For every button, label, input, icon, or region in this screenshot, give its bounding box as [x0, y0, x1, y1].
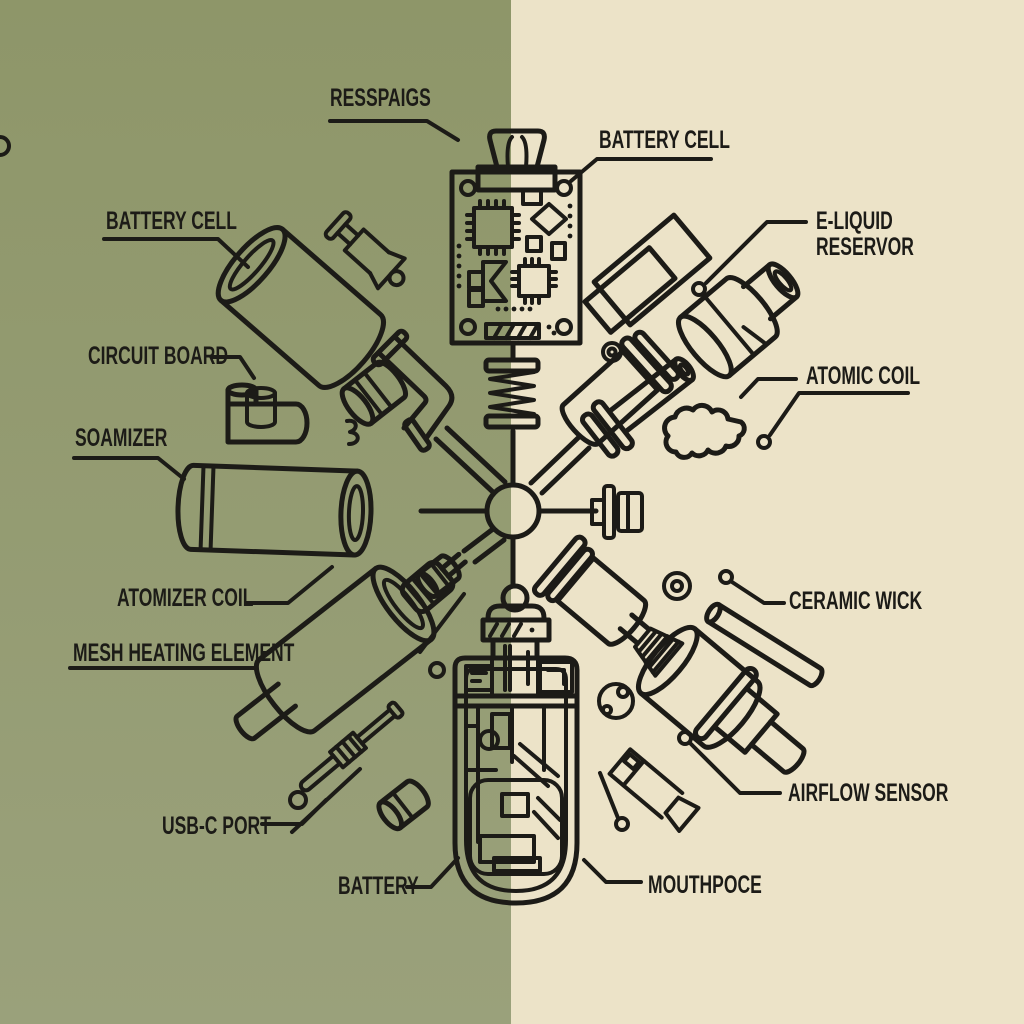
leader-e-liquid-reservoir — [691, 220, 808, 297]
deco-line — [418, 592, 466, 654]
piston-lower-part — [531, 534, 652, 647]
coil-stack-part — [339, 359, 408, 427]
vapor-cloud-icon — [662, 402, 747, 460]
paddle-part — [399, 551, 468, 615]
coil-cylinder-part — [635, 624, 763, 750]
hatched-bar — [484, 322, 541, 340]
label-atomizer-coil: ATOMIZER COIL — [117, 584, 254, 612]
leader-battery-cell-left — [102, 237, 250, 269]
label-usb-c-port: USB-C PORT — [162, 812, 271, 840]
flanged-cylinder-part — [692, 665, 807, 775]
label-e-liquid-line1: E-LIQUID — [816, 207, 893, 235]
leader-soamizer — [72, 456, 186, 481]
button-cap-part — [597, 682, 635, 720]
e-liquid-reservoir-part — [582, 212, 713, 335]
small-barrel-part — [245, 386, 277, 429]
center-hub — [418, 425, 599, 613]
t-pipe-part — [225, 382, 310, 445]
mouthpiece-flare — [475, 128, 558, 206]
battery-cell-left-part — [215, 225, 386, 390]
piston-upper-part — [559, 329, 681, 447]
ceramic-wick-part — [704, 601, 825, 689]
screw-rod-part — [298, 700, 405, 793]
label-ceramic-wick: CERAMIC WICK — [789, 587, 923, 615]
leader-ceramic-wick — [718, 569, 786, 605]
spring-coil — [483, 341, 541, 430]
leader-mouthpoce — [582, 858, 643, 884]
leader-atomic-coil — [739, 377, 910, 450]
airflow-sensor-part — [607, 747, 701, 833]
vape-body-part — [452, 603, 580, 906]
elbow-pipe-part — [370, 328, 455, 453]
chip-icon — [465, 199, 521, 256]
solder-dots — [456, 203, 573, 336]
label-battery: BATTERY — [338, 872, 419, 900]
grommet-icon — [662, 571, 692, 601]
deco-pin-line — [598, 771, 630, 832]
leader-battery — [405, 856, 460, 889]
atomizer-cylinder-part — [175, 462, 374, 558]
label-resspaigs: RESSPAIGS — [330, 84, 431, 112]
small-cylinder-part — [376, 778, 431, 832]
deco-line — [290, 767, 362, 834]
leader-atomizer-coil — [244, 565, 334, 605]
diamond-icon — [530, 202, 568, 236]
label-battery-cell-right: BATTERY CELL — [599, 126, 730, 154]
leader-circuit-board — [210, 355, 256, 380]
interior-circuitry — [464, 704, 564, 876]
chip-icon — [510, 257, 558, 305]
cartridge-part — [676, 261, 801, 380]
label-mouthpoce: MOUTHPOCE — [648, 871, 762, 899]
k-arrow-icon — [481, 260, 508, 303]
pump-valve-part — [323, 210, 407, 291]
label-e-liquid-line2: RESERVOR — [816, 233, 914, 261]
label-e-liquid-reservoir: E-LIQUID RESERVOR — [816, 208, 956, 260]
label-airflow-sensor: AIRFLOW SENSOR — [788, 779, 949, 807]
circuit-board-part — [449, 128, 583, 346]
deco-circle — [288, 790, 308, 810]
fire-button-cap — [480, 603, 552, 661]
leader-battery-cell-right — [569, 157, 713, 183]
squiggle-mark — [345, 418, 360, 446]
deco-circle — [428, 661, 446, 679]
label-battery-cell-left: BATTERY CELL — [106, 207, 237, 235]
connector-clamp — [590, 484, 644, 540]
label-atomic-coil: ATOMIC COIL — [806, 362, 921, 390]
label-mesh-heating-element: MESH HEATING ELEMENT — [73, 639, 295, 667]
upper-compartment — [464, 644, 574, 698]
leader-resspaigs — [0, 119, 460, 157]
label-soamizer: SOAMIZER — [75, 424, 168, 452]
label-circuit-board: CIRCUIT BOARD — [88, 342, 228, 370]
